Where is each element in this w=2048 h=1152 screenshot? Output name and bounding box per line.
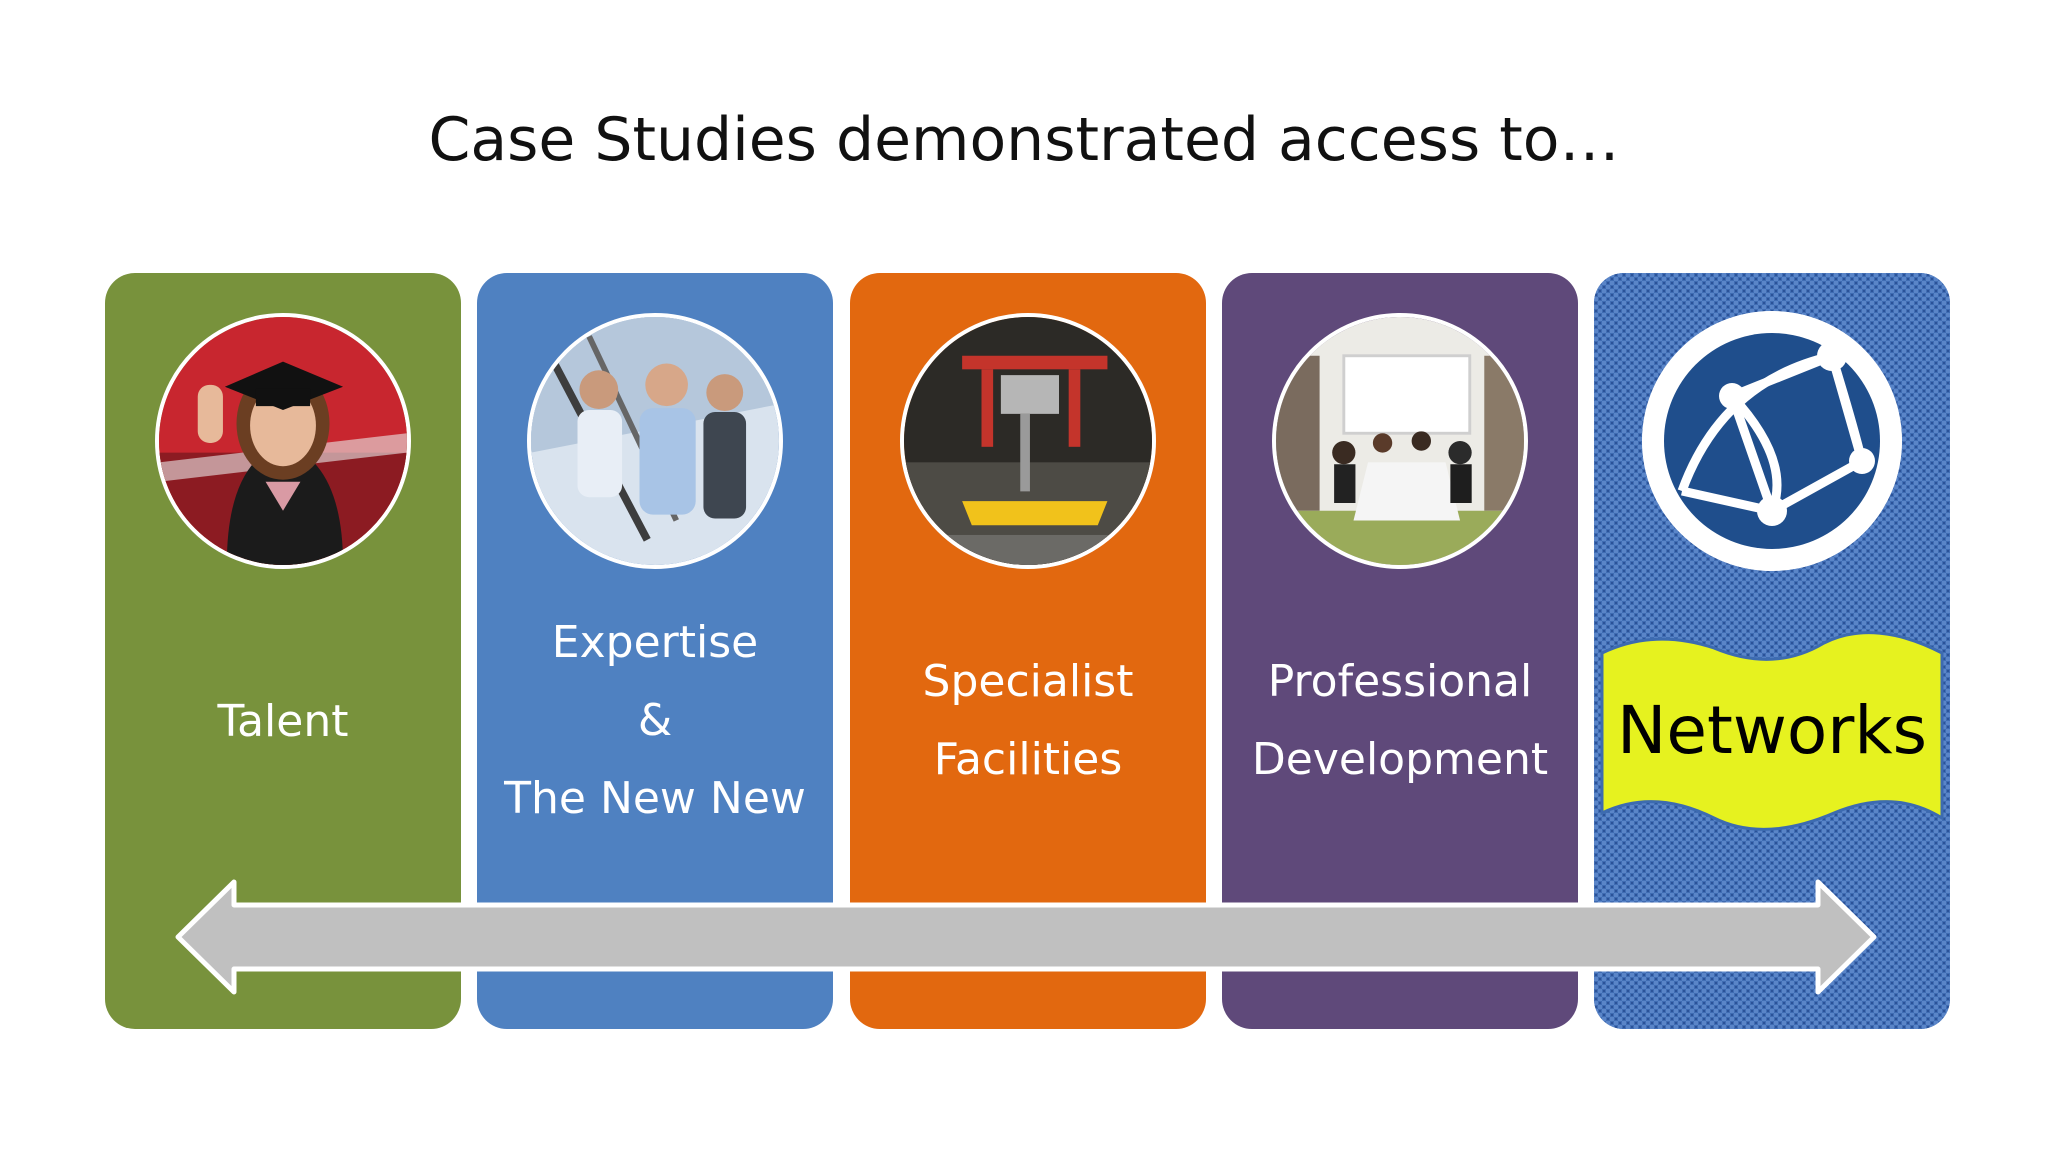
slide-title: Case Studies demonstrated access to… xyxy=(428,105,1620,175)
facility-photo xyxy=(900,313,1156,569)
card-specialist-facilities: Specialist Facilities xyxy=(850,273,1206,1029)
card-label-line: Specialist xyxy=(922,656,1134,707)
networks-label: Networks xyxy=(1617,692,1927,769)
meeting-photo xyxy=(1272,313,1528,569)
card-professional-development: Professional Development xyxy=(1222,273,1578,1029)
card-expertise: Expertise & The New New xyxy=(477,273,833,1029)
team-photo xyxy=(527,313,783,569)
card-label-line: Facilities xyxy=(933,734,1123,785)
card-label-line: Professional xyxy=(1267,656,1533,707)
graduate-photo xyxy=(155,313,411,569)
card-talent: Talent xyxy=(105,273,461,1029)
card-label-line: The New New xyxy=(504,773,806,824)
card-label-line: Talent xyxy=(217,696,349,747)
card-label-line: Development xyxy=(1251,734,1549,785)
card-label-line: Expertise xyxy=(551,617,759,668)
globe-network-icon xyxy=(1642,311,1902,571)
card-networks: Networks xyxy=(1594,273,1950,1029)
card-label-line: & xyxy=(637,695,673,746)
networks-banner: Networks xyxy=(1600,631,1944,831)
